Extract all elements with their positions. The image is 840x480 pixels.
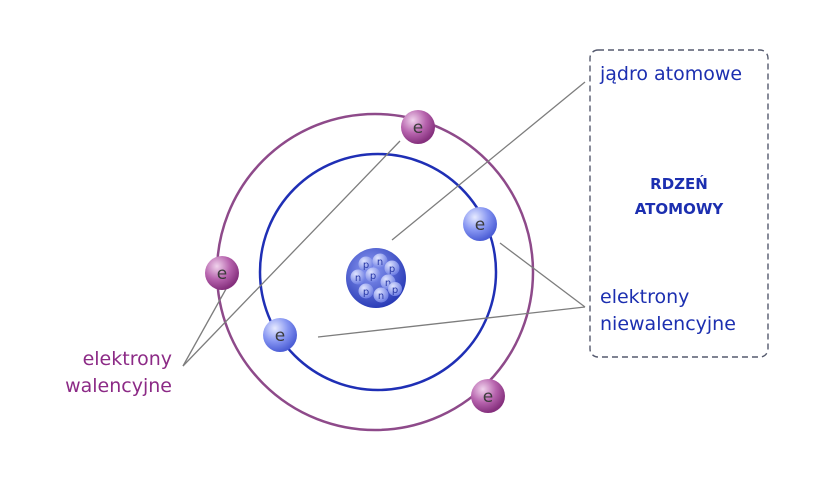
nonvalence-electron-left: e [263,318,297,352]
core-label-line2: ATOMOWY [635,200,725,218]
nucleon-n-4: n [373,287,389,303]
electron-label: e [483,387,493,407]
nucleon-label: n [355,273,361,284]
nucleon-label: n [377,257,383,268]
nucleon-n-2: n [350,269,366,285]
nonvalence-electron-right: e [463,207,497,241]
electron-label: e [475,215,485,235]
valence-label-line2: walencyjne [65,375,172,397]
nucleus: p n p n p n p n [346,248,406,308]
nucleon-p-5: p [388,282,402,296]
nucleon-label: p [363,287,369,298]
atomic-core-box [589,49,769,358]
valence-electron-top: e [401,110,435,144]
electron-label: e [275,326,285,346]
core-label-line1: RDZEŃ [650,174,708,193]
nucleon-label: n [385,278,391,289]
electron-label: e [413,118,423,138]
nucleus-leader-line [391,81,586,241]
valence-electron-bottom: e [471,379,505,413]
nonvalence-leader-line-upper [499,242,586,308]
valence-electron-left: e [205,256,239,290]
nonvalence-label-line2: niewalencyjne [600,313,736,335]
nucleon-label: p [363,260,369,271]
valence-label-line1: elektrony [83,348,172,370]
valence-leader-line-lower [182,288,227,367]
leader-lines [182,81,586,367]
inner-orbit [258,152,498,392]
valence-leader-line-upper [182,140,401,367]
nucleon-label: p [392,285,398,296]
nucleon-n-1: n [372,253,388,269]
nucleon-p-4: p [358,283,374,299]
nucleon-label: p [370,271,376,282]
nucleon-label: n [378,291,384,302]
nonvalence-label-line1: elektrony [600,286,689,308]
electron-label: e [217,264,227,284]
nucleus-label: jądro atomowe [599,63,742,85]
nucleon-p-1: p [358,256,374,272]
nucleon-label: p [389,264,395,275]
nonvalence-leader-line-lower [317,306,586,338]
nucleon-p-2: p [384,260,400,276]
nucleon-p-3: p [365,267,381,283]
